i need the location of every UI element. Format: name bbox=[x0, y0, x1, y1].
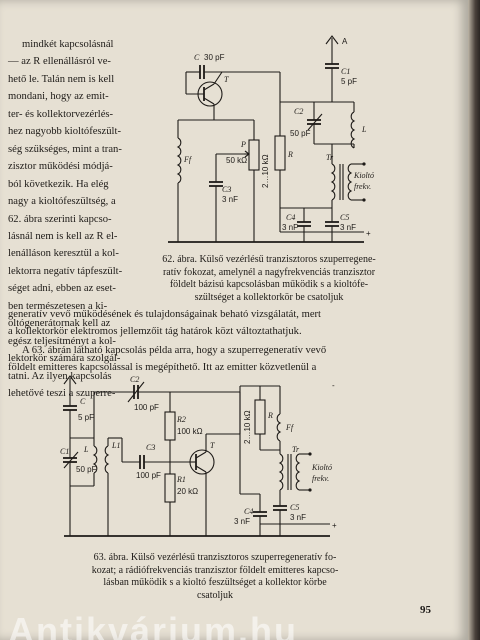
book-page bbox=[0, 0, 468, 640]
left-column-text-line: nagy a kioltófeszültség, a bbox=[8, 196, 116, 208]
body-text-line: földelt emitteres kapcsolással is megépí… bbox=[8, 362, 317, 374]
figure-63-caption-text-line: kozat; a rádiófrekvenciás tranzisztor fö… bbox=[91, 564, 339, 576]
fig63-label-minus: - bbox=[332, 381, 335, 390]
watermark: Antikvárium.hu bbox=[8, 610, 299, 640]
left-column-text-line: oltógenerátornak kell az bbox=[8, 318, 111, 330]
fig63-label-r1-value: 20 kΩ bbox=[177, 487, 198, 496]
figure-63-caption-text-line: csatoljuk bbox=[196, 589, 234, 601]
figure-62-caption: 62. ábra. Külső vezérlésű tranzisztoros … bbox=[160, 254, 378, 304]
left-column-text-line: lehetővé teszi a szuperre- bbox=[8, 388, 116, 400]
fig63-label-c5: C5 bbox=[290, 503, 299, 512]
fig63-label-r2-value: 100 kΩ bbox=[177, 427, 203, 436]
fig62-label-t: T bbox=[224, 75, 229, 84]
body-paragraph-1: generatív vevő működésének és tulajdonsá… bbox=[8, 306, 446, 341]
fig62-label-r-value: 2…10 kΩ bbox=[261, 154, 270, 188]
fig63-label-c-value: 5 pF bbox=[78, 413, 94, 422]
fig63-label-r-value: 2…10 kΩ bbox=[243, 410, 252, 444]
left-column-text-line: lenálláson keresztül a kol- bbox=[8, 248, 119, 260]
fig62-label-r: R bbox=[287, 150, 293, 159]
left-column-text-line: ben természetesen a ki- bbox=[8, 300, 108, 312]
book-spine-edge bbox=[468, 0, 480, 640]
fig62-label-c3-value: 3 nF bbox=[222, 195, 238, 204]
left-column-text-line: mindkét kapcsolásnál bbox=[22, 39, 114, 50]
figure-63-caption: 63. ábra. Külső vezérlésű tranzisztoros … bbox=[56, 552, 374, 602]
figure-63-schematic: C 5 pF C1 50 pF L L1 C2 100 pF C3 100 pF… bbox=[60, 375, 337, 537]
fig62-label-c2-value: 50 pF bbox=[290, 129, 311, 138]
fig62-label-c1: C1 bbox=[341, 67, 350, 76]
fig62-label-kiolto: Kioltó bbox=[353, 171, 374, 180]
fig63-label-ff: Ff bbox=[285, 423, 295, 432]
left-column-text-line: mondani, hogy az emit- bbox=[8, 91, 109, 103]
figure-63-caption-text-line: lásban működik s a kioltó feszültséget a… bbox=[103, 577, 327, 589]
left-column-text-line: hez nagyobb kioltófeszült- bbox=[8, 126, 121, 138]
page-number: 95 bbox=[420, 604, 431, 616]
left-column-text-line: 62. ábra szerinti kapcso- bbox=[8, 213, 112, 225]
left-column-text-line: zisztor működési módjá- bbox=[8, 161, 113, 173]
fig63-label-plus: + bbox=[332, 521, 337, 530]
left-column-text-line: hető le. Talán nem is kell bbox=[8, 73, 115, 85]
figure-62-caption-text-line: földelt bázisú kapcsolásban működik s a … bbox=[169, 279, 369, 291]
fig63-label-t: T bbox=[210, 441, 215, 450]
figure-62-caption-text-line: 62. ábra. Külső vezérlésű tranzisztoros … bbox=[162, 254, 376, 265]
fig62-label-c4-value: 3 nF bbox=[282, 223, 298, 232]
left-column-text-line: — az R ellenállásról ve- bbox=[8, 56, 111, 68]
fig62-label-l: L bbox=[361, 125, 367, 134]
fig62-label-ff: Ff bbox=[183, 155, 193, 164]
left-column-text-line: ség szükséges, mint a tran- bbox=[8, 143, 122, 155]
fig63-label-kiolto: Kioltó bbox=[311, 463, 332, 472]
fig63-label-c1-value: 50 pF bbox=[76, 465, 97, 474]
figure-62-caption-text-line: szültséget a kollektorkör be csatoljuk bbox=[194, 291, 344, 303]
fig63-label-r1: R1 bbox=[176, 475, 186, 484]
fig63-label-c: C bbox=[80, 397, 86, 406]
body-text-line: generatív vevő működésének és tulajdonsá… bbox=[8, 309, 321, 320]
fig62-label-tr: Tr bbox=[326, 153, 334, 162]
fig63-label-c2-value: 100 pF bbox=[134, 403, 159, 412]
fig63-label-c4: C4 bbox=[244, 507, 253, 516]
body-text-line: A 63. ábrán látható kapcsolás példa arra… bbox=[22, 345, 327, 356]
fig63-label-c2: C2 bbox=[130, 375, 139, 384]
fig63-label-r2: R2 bbox=[176, 415, 186, 424]
left-column-text-line: ból következik. Ha elég bbox=[8, 178, 109, 190]
figure-62-circuit: C 30 pF T A C1 5 pF L C2 50 pF P 50 kΩ 2… bbox=[164, 32, 374, 254]
fig63-label-tr: Tr bbox=[292, 445, 300, 454]
fig63-label-c3: C3 bbox=[146, 443, 155, 452]
fig62-label-c5: C5 bbox=[340, 213, 349, 222]
body-paragraph-2: A 63. ábrán látható kapcsolás példa arra… bbox=[8, 342, 446, 377]
left-column-text-line: lektorkör számára szolgál- bbox=[8, 353, 121, 365]
fig62-label-plus: + bbox=[366, 229, 371, 238]
fig62-label-frekv: frekv. bbox=[354, 182, 371, 191]
left-column-text-line: séget adni, ebben az eset- bbox=[8, 283, 116, 295]
fig62-label-c-value: 30 pF bbox=[204, 53, 225, 62]
fig63-label-frekv: frekv. bbox=[312, 474, 329, 483]
fig63-label-c1: C1 bbox=[60, 447, 69, 456]
fig62-label-c3: C3 bbox=[222, 185, 231, 194]
left-column-text-line: tatni. Az ilyen kapcsolás bbox=[8, 370, 112, 382]
fig62-label-a: A bbox=[342, 37, 348, 46]
fig62-label-c4: C4 bbox=[286, 213, 295, 222]
left-column-text-line: lektorra negatív tápfeszült- bbox=[8, 265, 123, 277]
left-column-text-line: lásnál nem is kell az R el- bbox=[8, 230, 118, 242]
left-column-text-line: ter- és kollektorvezérlés- bbox=[8, 108, 114, 120]
fig62-label-c5-value: 3 nF bbox=[340, 223, 356, 232]
fig63-label-c4-value: 3 nF bbox=[234, 517, 250, 526]
body-text-line: a kollektorkör elektromos jellemzőit tág… bbox=[8, 326, 302, 338]
fig63-label-l: L bbox=[83, 445, 89, 454]
fig63-label-l1: L1 bbox=[111, 441, 120, 450]
left-text-column: mindkét kapcsolásnál — az R ellenállásról… bbox=[8, 36, 160, 403]
fig62-label-p-value: 50 kΩ bbox=[226, 156, 247, 165]
figure-62-schematic: C 30 pF T A C1 5 pF L C2 50 pF P 50 kΩ 2… bbox=[168, 35, 374, 243]
figure-63-caption-text-line: 63. ábra. Külső vezérlésű tranzisztoros … bbox=[93, 552, 337, 563]
fig62-label-c1-value: 5 pF bbox=[341, 77, 357, 86]
figure-62-caption-text-line: ratív fokozat, amelynél a nagyfrekvenciá… bbox=[162, 266, 376, 278]
fig63-label-c3-value: 100 pF bbox=[136, 471, 161, 480]
fig62-label-c2: C2 bbox=[294, 107, 303, 116]
fig62-label-p: P bbox=[240, 140, 246, 149]
fig62-label-c: C bbox=[194, 53, 200, 62]
fig63-label-r: R bbox=[267, 411, 273, 420]
left-column-text-line: egész teljesítményt a kol- bbox=[8, 335, 116, 347]
figure-63-circuit: C 5 pF C1 50 pF L L1 C2 100 pF C3 100 pF… bbox=[60, 374, 360, 546]
fig63-label-c5-value: 3 nF bbox=[290, 513, 306, 522]
